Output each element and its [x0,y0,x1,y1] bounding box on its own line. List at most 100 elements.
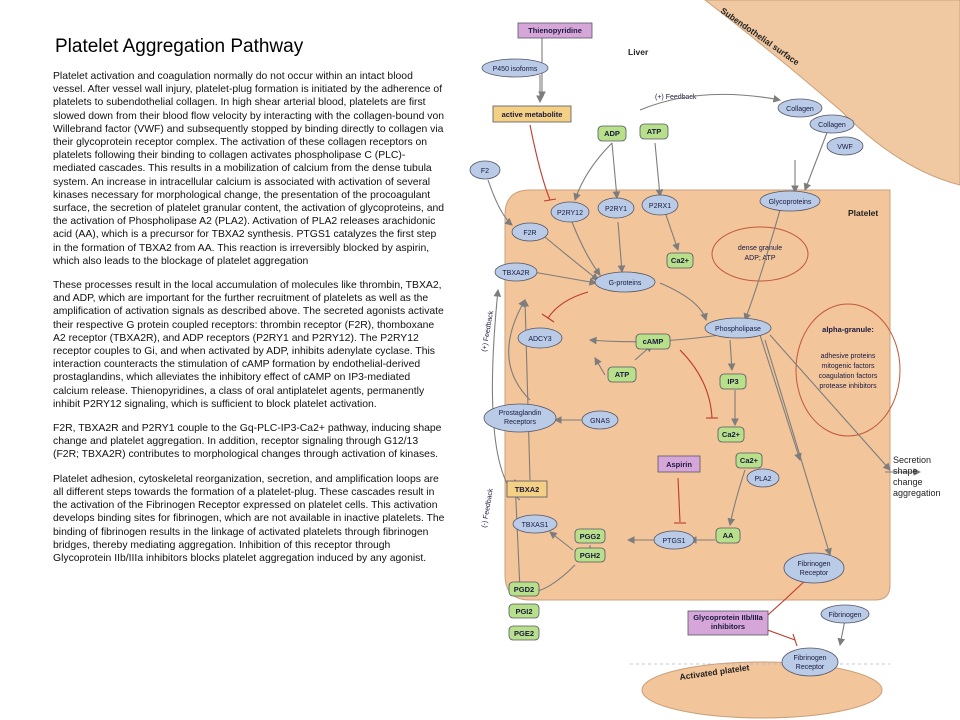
adp-node: ADP [597,125,627,142]
svg-text:PLA2: PLA2 [754,476,771,483]
svg-text:P2RY1: P2RY1 [605,206,627,213]
secretion-line: shape [893,466,918,476]
p450-isoforms-node: P450 isoforms [481,58,549,78]
g-proteins-node: G-proteins [594,271,656,293]
activation-arrows [487,35,922,647]
svg-text:GNAS: GNAS [590,418,610,425]
svg-text:G-proteins: G-proteins [609,280,642,287]
svg-text:Ca2+: Ca2+ [722,430,741,439]
gnas-node: GNAS [581,410,619,430]
aa-node: AA [715,527,741,544]
dense-granule [711,226,809,282]
svg-text:P2RY12: P2RY12 [557,210,583,217]
paragraph: Platelet adhesion, cytoskeletal reorgani… [53,473,445,564]
svg-text:Thienopyridine: Thienopyridine [528,26,582,35]
collagen-node: Collagen [809,114,855,134]
alpha-granule [795,303,901,437]
ptgs1-node: PTGS1 [653,530,695,550]
p2rx1-node: P2RX1 [641,194,679,216]
svg-text:F2R: F2R [523,230,536,237]
svg-text:ADCY3: ADCY3 [528,336,551,343]
svg-text:PTGS1: PTGS1 [663,538,686,545]
svg-text:Glycoproteins: Glycoproteins [769,199,812,206]
camp-node: cAMP [635,333,671,350]
aspirin-node: Aspirin [657,455,701,473]
svg-text:Ca2+: Ca2+ [671,256,690,265]
collagen-node: Collagen [777,98,823,118]
atp-node: ATP [639,123,669,140]
paragraph: These processes result in the local accu… [53,280,444,410]
svg-text:IP3: IP3 [727,377,738,386]
pge2-node: PGE2 [508,625,540,641]
svg-text:AA: AA [723,531,734,540]
alpha-item: adhesive proteins [821,353,876,360]
svg-text:Phospholipase: Phospholipase [715,326,761,333]
tbxa2-node: TBXA2 [506,480,548,498]
svg-text:ADP: ADP [604,129,620,138]
svg-text:Aspirin: Aspirin [666,460,692,469]
body-text: Platelet activation and coagulation norm… [53,70,445,576]
liver-label: Liver [628,47,649,57]
svg-text:ATP: ATP [647,127,661,136]
f2-node: F2 [469,160,501,180]
svg-text:TBXA2: TBXA2 [515,485,540,494]
svg-text:PGI2: PGI2 [515,607,532,616]
alpha-item: protease inhibitors [819,383,877,390]
alpha-item: coagulation factors [819,373,878,380]
svg-text:TBXA2R: TBXA2R [502,270,529,277]
pla2-node: PLA2 [746,468,780,488]
secretion-output: Secretion shape change aggregation [893,455,941,498]
page-title: Platelet Aggregation Pathway [55,36,304,57]
svg-text:P450 isoforms: P450 isoforms [493,66,538,73]
glycoproteins-node: Glycoproteins [759,190,821,212]
feedback-label: (+) Feedback [655,94,697,101]
svg-text:F2: F2 [481,168,489,175]
fibrinogen-node: Fibrinogen [820,604,870,624]
vwf-node: VWF [826,136,864,156]
alpha-granule-title: alpha-granule: [822,325,874,334]
platelet-label: Platelet [848,208,878,218]
secretion-line: Secretion [893,455,931,465]
phospholipase-node: Phospholipase [704,317,772,339]
svg-text:VWF: VWF [837,144,853,151]
ca-node: Ca2+ [717,426,745,443]
svg-text:Collagen: Collagen [818,122,846,129]
ip3-node: IP3 [719,373,747,390]
ca-node: Ca2+ [666,252,694,269]
tbxas1-node: TBXAS1 [512,514,558,534]
svg-text:Fibrinogen: Fibrinogen [828,612,861,619]
svg-text:PGD2: PGD2 [514,585,534,594]
ca-node: Ca2+ [735,452,763,469]
secretion-line: change [893,477,923,487]
pgi2-node: PGI2 [508,603,540,619]
paragraph: F2R, TBXA2R and P2RY1 couple to the Gq-P… [53,423,442,461]
feedback-label: (-) Feedback [481,488,495,529]
svg-text:PGE2: PGE2 [514,629,534,638]
tbxa2r-node: TBXA2R [494,262,538,282]
svg-text:Collagen: Collagen [786,106,814,113]
active-metabolite-node: active metabolite [492,105,572,123]
thienopyridine-node: Thienopyridine [517,22,593,39]
pgd2-node: PGD2 [508,581,540,597]
svg-text:ATP: ATP [615,370,629,379]
secretion-line: aggregation [893,488,941,498]
f2r-node: F2R [511,222,549,242]
pgg2-node: PGG2 [574,528,606,544]
atp-node: ATP [607,366,637,383]
svg-text:TBXAS1: TBXAS1 [522,522,549,529]
subendothelial-surface [704,0,960,186]
svg-text:active metabolite: active metabolite [502,110,563,119]
pgh2-node: PGH2 [574,547,606,563]
svg-text:Ca2+: Ca2+ [740,456,759,465]
activated-platelet [641,661,883,719]
svg-text:PGH2: PGH2 [580,551,600,560]
paragraph: Platelet activation and coagulation norm… [53,71,445,267]
svg-text:P2RX1: P2RX1 [649,203,671,210]
